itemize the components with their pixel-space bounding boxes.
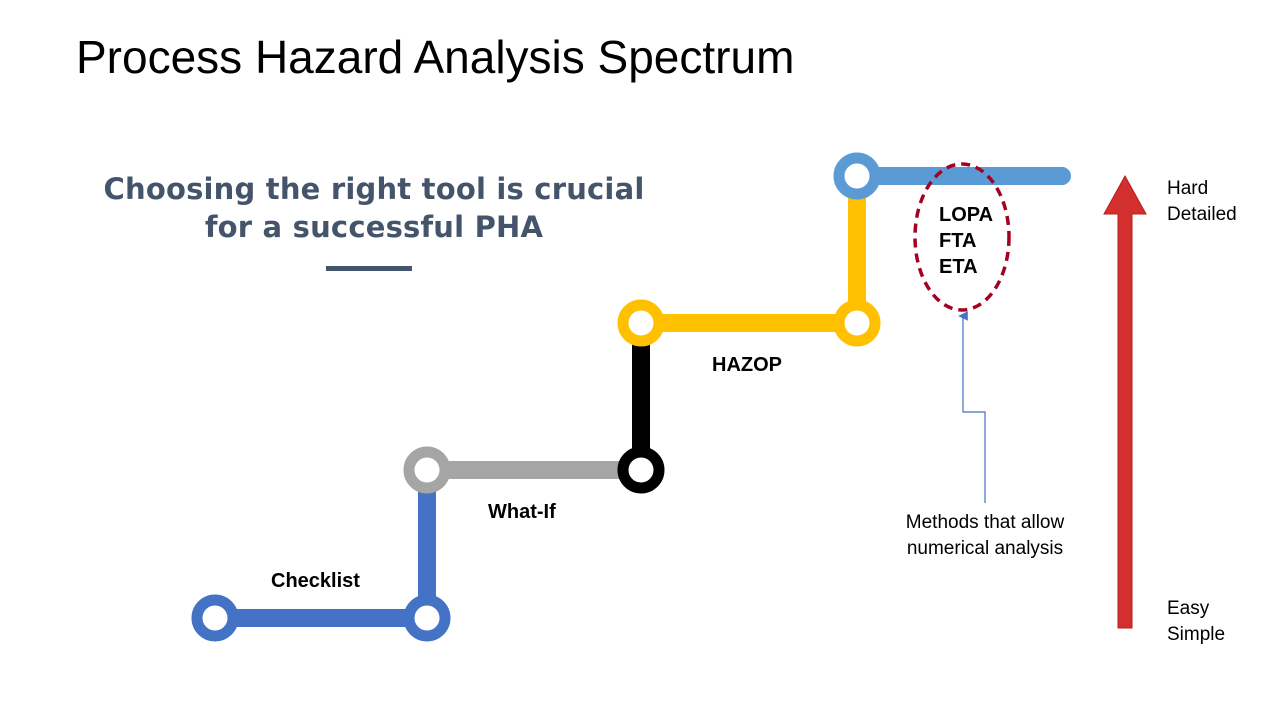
hazop-start-node [617, 299, 665, 347]
what-if-end-node [617, 446, 665, 494]
difficulty-arrow [1103, 174, 1147, 629]
scale-top-label: Hard Detailed [1167, 176, 1237, 228]
lopa-label: LOPA [939, 204, 994, 226]
scale-easy-label: Easy [1167, 598, 1210, 619]
page-title: Process Hazard Analysis Spectrum [76, 31, 795, 83]
checklist-start-node [191, 594, 239, 642]
numerical-methods-ellipse [913, 162, 1011, 312]
hazop-label: HAZOP [712, 354, 782, 376]
hazop-end-node [833, 299, 881, 347]
note-line-1: Methods that allow [905, 512, 1065, 533]
scale-simple-label: Simple [1167, 624, 1226, 645]
note-line-2: numerical analysis [906, 538, 1064, 559]
hazop-segment [641, 176, 866, 332]
checklist-segment [215, 470, 436, 627]
checklist-label: Checklist [271, 570, 360, 592]
scale-hard-label: Hard [1167, 178, 1209, 199]
subtitle: Choosing the right tool is crucial for a… [100, 170, 648, 246]
numerical-start-node [833, 152, 881, 200]
scale-detailed-label: Detailed [1167, 204, 1237, 225]
scale-bottom-label: Easy Simple [1167, 596, 1225, 648]
subtitle-underline [326, 266, 412, 271]
checklist-end-node [403, 594, 451, 642]
note-pointer-line [958, 311, 986, 503]
subtitle-line-1: Choosing the right tool is crucial [103, 172, 645, 206]
eta-label: ETA [939, 256, 978, 278]
numerical-note: Methods that allow numerical analysis [880, 510, 1090, 562]
numerical-methods-list: LOPA FTA ETA [939, 202, 993, 280]
what-if-start-node [403, 446, 451, 494]
what-if-label: What-If [488, 501, 556, 523]
fta-label: FTA [939, 230, 977, 252]
subtitle-line-2: for a successful PHA [204, 210, 544, 244]
